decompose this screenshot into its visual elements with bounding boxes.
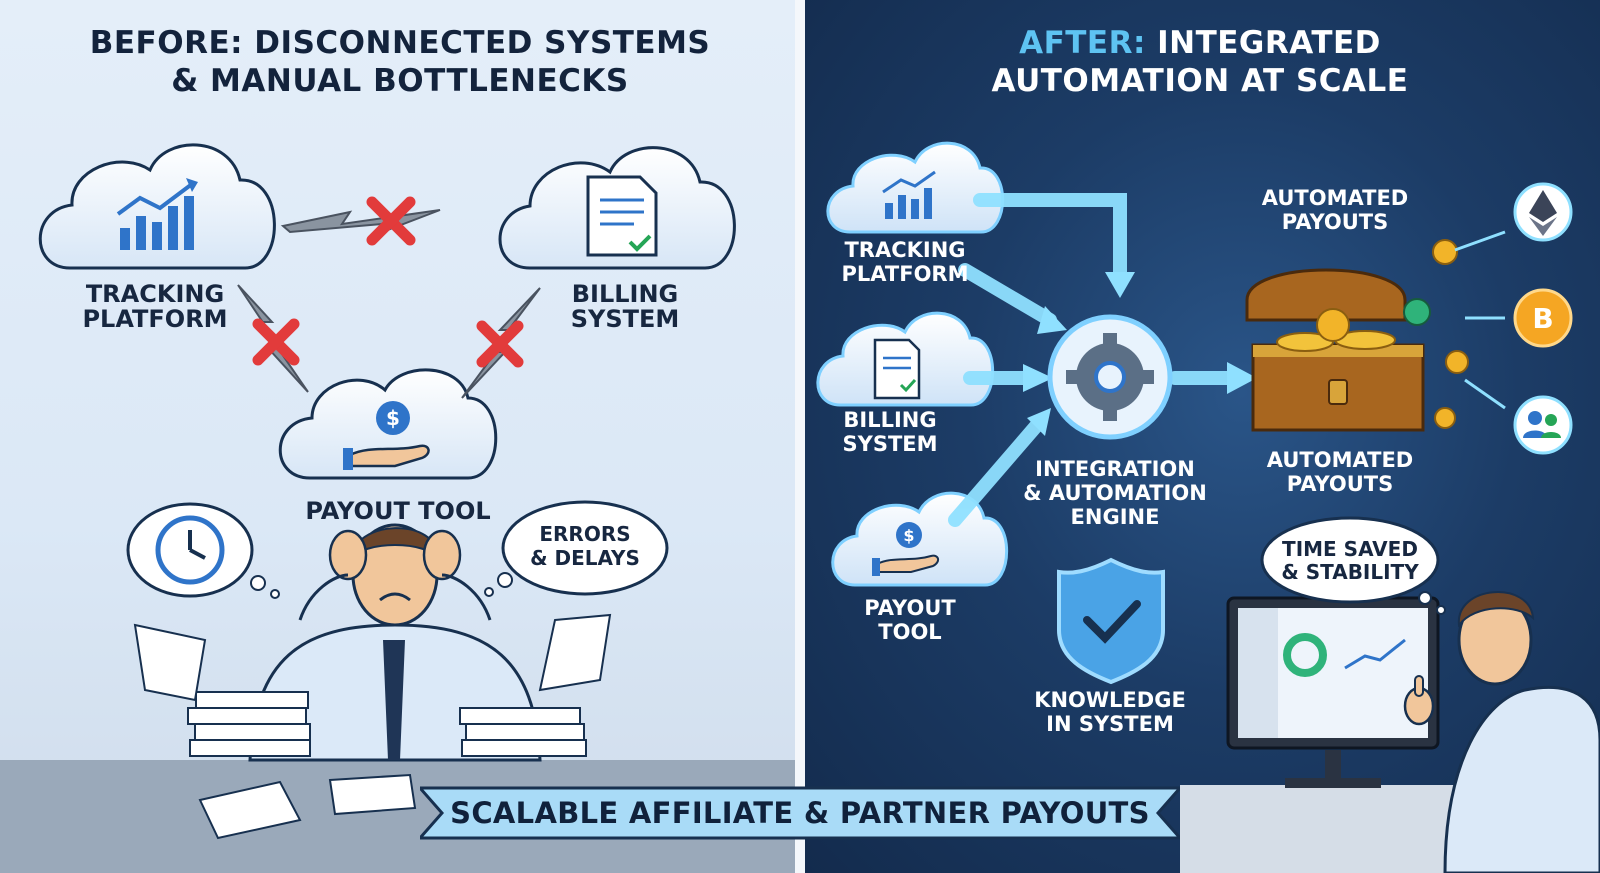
errors-bubble-line2: & DELAYS xyxy=(530,546,640,570)
invoice-document-icon xyxy=(873,338,921,400)
auto-bottom-line1: AUTOMATED xyxy=(1266,448,1414,472)
payout-cloud: $ xyxy=(278,368,498,480)
before-title: BEFORE: DISCONNECTED SYSTEMS & MANUAL BO… xyxy=(40,24,760,100)
error-x-icon xyxy=(366,196,416,246)
after-tracking-line1: TRACKING xyxy=(844,238,966,262)
time-saved-line1: TIME SAVED xyxy=(1282,537,1418,561)
after-billing-cloud xyxy=(816,311,995,407)
auto-bottom-line2: PAYOUTS xyxy=(1286,472,1394,496)
billing-cloud xyxy=(498,146,736,270)
after-illustration: $ xyxy=(816,141,1600,873)
after-title-line2: AUTOMATION AT SCALE xyxy=(991,63,1409,99)
clock-thought-bubble xyxy=(126,502,280,599)
after-billing-line1: BILLING xyxy=(843,408,937,432)
svg-text:B: B xyxy=(1532,302,1553,335)
errors-thought-bubble xyxy=(484,500,669,597)
time-saved-bubble-text: TIME SAVED & STABILITY xyxy=(1265,538,1435,584)
before-illustration: $ xyxy=(0,143,795,873)
after-billing-line2: SYSTEM xyxy=(842,432,938,456)
knowledge-label: KNOWLEDGE IN SYSTEM xyxy=(1020,688,1200,736)
chart-up-icon xyxy=(116,178,198,250)
before-tracking-label: TRACKING PLATFORM xyxy=(60,282,250,332)
automated-payouts-top-label: AUTOMATED PAYOUTS xyxy=(1245,186,1425,234)
before-payout-label: PAYOUT TOOL xyxy=(305,497,491,525)
before-billing-line2: SYSTEM xyxy=(570,305,680,333)
partners-icon xyxy=(1513,395,1573,455)
error-x-icon xyxy=(476,320,524,368)
flow-arrows xyxy=(948,193,1237,527)
auto-top-line1: AUTOMATED xyxy=(1261,186,1409,210)
svg-text:$: $ xyxy=(903,526,914,545)
before-tracking-line1: TRACKING xyxy=(85,280,225,308)
gear-icon xyxy=(1066,333,1154,421)
after-title-accent: AFTER: xyxy=(1019,25,1146,61)
errors-bubble-text: ERRORS & DELAYS xyxy=(510,522,660,570)
errors-bubble-line1: ERRORS xyxy=(539,522,631,546)
clock-icon xyxy=(155,515,225,585)
broken-connection-left xyxy=(237,284,309,393)
after-tracking-label: TRACKING PLATFORM xyxy=(825,238,985,286)
desk-monitor-scene xyxy=(1180,591,1600,873)
after-title: AFTER: INTEGRATED AUTOMATION AT SCALE xyxy=(840,24,1560,100)
automation-engine xyxy=(1047,314,1173,440)
treasure-chest xyxy=(1245,239,1469,432)
after-tracking-cloud xyxy=(826,141,1005,234)
payout-arrows xyxy=(1454,230,1506,410)
banner-text: SCALABLE AFFILIATE & PARTNER PAYOUTS xyxy=(450,796,1150,830)
before-title-line2: & MANUAL BOTTLENECKS xyxy=(171,63,629,99)
before-billing-label: BILLING SYSTEM xyxy=(530,282,720,332)
engine-line3: ENGINE xyxy=(1070,505,1160,529)
paper-stack-right xyxy=(459,707,587,757)
after-billing-label: BILLING SYSTEM xyxy=(815,408,965,456)
before-panel: $ xyxy=(0,0,795,873)
knowledge-line1: KNOWLEDGE xyxy=(1034,688,1186,712)
after-title-line1-rest: INTEGRATED xyxy=(1145,25,1381,61)
flying-paper-left xyxy=(133,623,207,702)
after-payout-label: PAYOUT TOOL xyxy=(835,596,985,644)
chart-up-icon xyxy=(882,170,936,219)
flying-paper-right xyxy=(538,613,612,692)
tracking-cloud xyxy=(38,143,276,270)
before-billing-line1: BILLING xyxy=(571,280,679,308)
engine-line2: & AUTOMATION xyxy=(1023,481,1207,505)
paper-stack-left xyxy=(187,691,311,757)
gold-coins xyxy=(1276,239,1469,429)
svg-text:$: $ xyxy=(386,406,400,430)
before-title-line1: BEFORE: DISCONNECTED SYSTEMS xyxy=(89,25,711,61)
after-payout-line1: PAYOUT xyxy=(864,596,956,620)
broken-connection-right xyxy=(461,287,541,399)
after-tracking-line2: PLATFORM xyxy=(841,262,969,286)
broken-connection-top xyxy=(280,196,441,246)
after-payout-cloud: $ xyxy=(831,491,1009,587)
invoice-document-icon xyxy=(586,175,658,257)
ethereum-icon xyxy=(1513,182,1573,242)
dollar-hand-icon: $ xyxy=(343,401,430,470)
after-payout-line2: TOOL xyxy=(878,620,942,644)
time-saved-line2: & STABILITY xyxy=(1281,560,1419,584)
flow-arrowheads xyxy=(1023,272,1257,436)
after-panel: $ xyxy=(805,0,1600,873)
knowledge-line2: IN SYSTEM xyxy=(1046,712,1174,736)
banner-ribbon xyxy=(420,786,1180,840)
before-tracking-line2: PLATFORM xyxy=(82,305,228,333)
engine-label: INTEGRATION & AUTOMATION ENGINE xyxy=(1010,457,1220,529)
engine-line1: INTEGRATION xyxy=(1035,457,1195,481)
dollar-hand-icon: $ xyxy=(872,522,939,576)
shield-check-icon xyxy=(1057,557,1165,685)
bitcoin-icon: B xyxy=(1513,288,1573,348)
after-title-line1: AFTER: INTEGRATED xyxy=(840,24,1560,62)
automated-payouts-bottom-label: AUTOMATED PAYOUTS xyxy=(1250,448,1430,496)
scattered-papers xyxy=(198,773,417,840)
time-saved-thought-bubble xyxy=(1260,516,1446,615)
auto-top-line2: PAYOUTS xyxy=(1281,210,1389,234)
panel-divider xyxy=(795,0,805,873)
error-x-icon xyxy=(252,318,300,366)
